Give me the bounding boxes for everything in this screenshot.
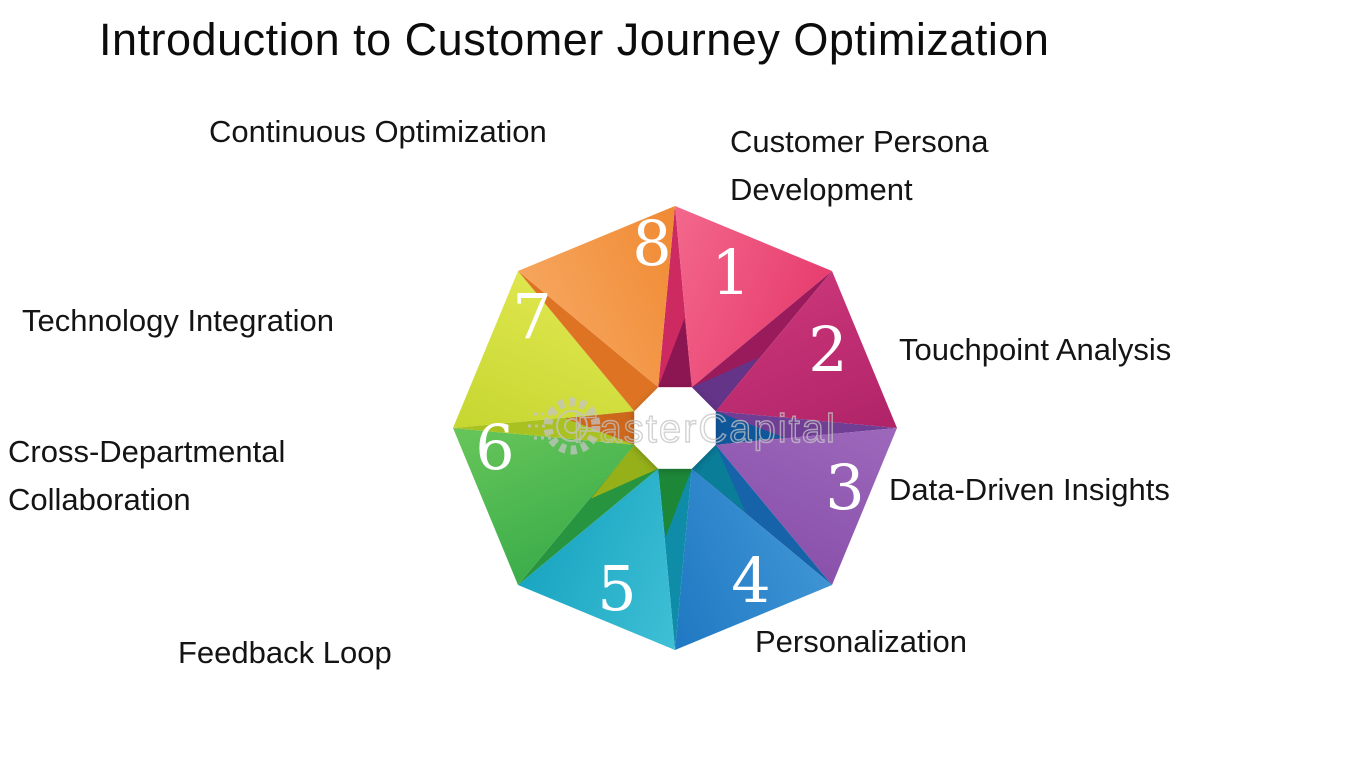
watermark-text: FasterCapital bbox=[573, 407, 837, 451]
segment-4-tip bbox=[715, 411, 785, 445]
segment-7-tip bbox=[590, 444, 659, 499]
segment-3-tip bbox=[691, 357, 760, 412]
segment-5-number: 5 bbox=[597, 552, 636, 625]
segment-8-number: 8 bbox=[632, 207, 671, 280]
segment-7-number: 7 bbox=[512, 280, 551, 353]
segment-8-fold bbox=[518, 271, 659, 412]
segment-label-data-driven-insights: Data-Driven Insights bbox=[889, 472, 1170, 507]
page-title: Introduction to Customer Journey Optimiz… bbox=[99, 14, 1050, 65]
segment-1-blade bbox=[675, 206, 832, 388]
segment-1-number: 1 bbox=[711, 236, 750, 309]
blades-group bbox=[453, 206, 897, 650]
segment-4-blade bbox=[675, 468, 832, 650]
segment-3-number: 3 bbox=[825, 451, 864, 524]
segment-6-tip bbox=[658, 468, 692, 538]
segment-label-personalization: Personalization bbox=[755, 624, 967, 659]
segment-3-blade bbox=[715, 428, 897, 585]
watermark: FasterCapital bbox=[528, 397, 837, 455]
segment-2-number: 2 bbox=[808, 313, 847, 386]
segment-4-number: 4 bbox=[731, 544, 770, 617]
segment-5-tip bbox=[691, 444, 746, 513]
segment-label-touchpoint-analysis: Touchpoint Analysis bbox=[899, 332, 1172, 367]
segment-6-blade bbox=[453, 428, 635, 585]
segment-label-continuous-optimization: Continuous Optimization bbox=[209, 114, 547, 149]
segment-6-number: 6 bbox=[475, 411, 514, 484]
segment-label-feedback-loop: Feedback Loop bbox=[178, 635, 392, 670]
center-hole-octagon bbox=[634, 387, 716, 469]
gear-icon bbox=[528, 397, 601, 455]
segment-5-blade bbox=[518, 468, 675, 650]
segment-8-blade bbox=[518, 206, 675, 388]
segment-7-blade bbox=[453, 271, 635, 428]
segment-label-customer-persona-development: Customer Persona Development bbox=[730, 124, 989, 207]
segment-2-blade bbox=[715, 271, 897, 428]
segment-label-technology-integration: Technology Integration bbox=[22, 303, 334, 338]
segment-2-tip bbox=[658, 318, 692, 388]
segment-label-cross-departmental-collaboration: Cross-Departmental Collaboration bbox=[8, 434, 286, 517]
